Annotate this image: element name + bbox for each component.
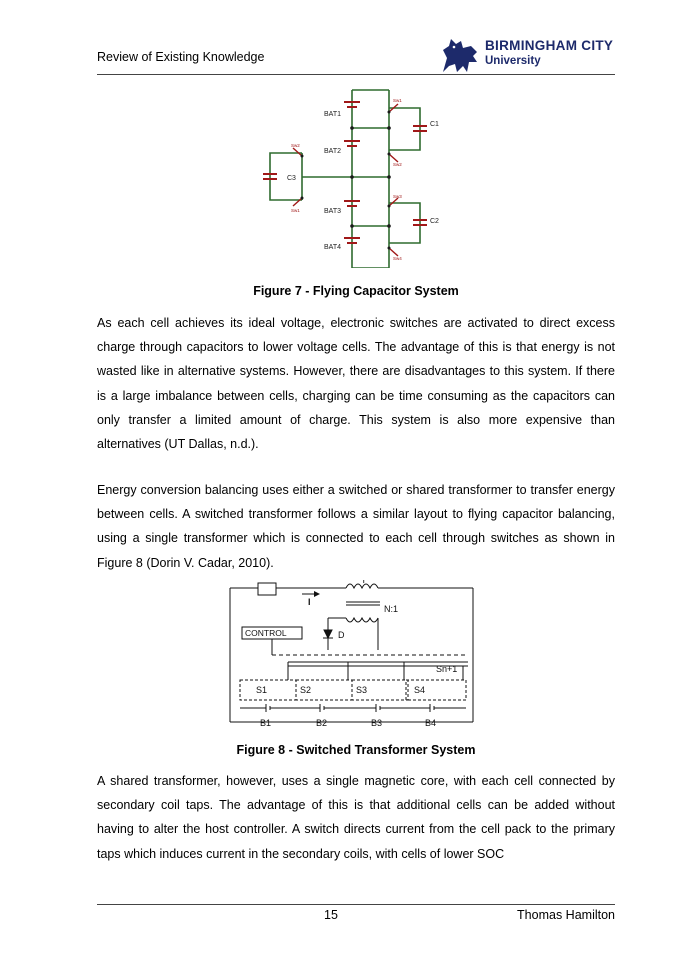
label-b1: B1 [260, 718, 271, 728]
label-left-sw2: Sw2 [291, 143, 300, 148]
switched-transformer-diagram: I T N:1 CONTROL D Sn+1 S1 S2 S3 S4 B1 B2… [229, 580, 474, 728]
university-logo: BIRMINGHAM CITY University [437, 36, 622, 76]
label-c2: C2 [430, 218, 439, 225]
label-diode: D [338, 630, 345, 640]
label-bat3: BAT3 [324, 208, 341, 215]
label-sw4: Sw4 [393, 256, 402, 261]
header-rule [97, 74, 615, 75]
footer-author: Thomas Hamilton [517, 908, 615, 922]
label-current: I [308, 597, 311, 607]
label-control: CONTROL [245, 628, 287, 638]
label-bat2: BAT2 [324, 148, 341, 155]
label-s1: S1 [256, 685, 267, 695]
label-sn-plus-1: Sn+1 [436, 664, 457, 674]
label-s2: S2 [300, 685, 311, 695]
paragraph-shared-transformer: A shared transformer, however, uses a si… [97, 774, 615, 861]
running-header: Review of Existing Knowledge [97, 50, 265, 64]
logo-name: BIRMINGHAM CITY [485, 38, 614, 53]
logo-subtitle: University [485, 55, 541, 67]
label-c3: C3 [287, 175, 296, 182]
griffin-logo-icon [443, 39, 477, 72]
paragraph-energy-conversion: Energy conversion balancing uses either … [97, 483, 615, 570]
page-number: 15 [324, 908, 338, 922]
label-sw1: Sw1 [393, 98, 402, 103]
label-sw2: Sw2 [393, 162, 402, 167]
flying-capacitor-diagram: BAT1 BAT2 BAT3 BAT4 C1 C2 C3 Sw1 Sw2 Sw3… [263, 89, 439, 268]
label-sw3: Sw3 [393, 194, 402, 199]
label-bat4: BAT4 [324, 244, 341, 251]
label-turns-ratio: N:1 [384, 604, 398, 614]
figure-8-caption: Figure 8 - Switched Transformer System [236, 743, 476, 757]
paragraph-flying-capacitor: As each cell achieves its ideal voltage,… [97, 316, 615, 452]
label-s4: S4 [414, 685, 425, 695]
label-c1: C1 [430, 121, 439, 128]
label-transformer: T [361, 580, 367, 585]
label-b2: B2 [316, 718, 327, 728]
footer-rule [97, 904, 615, 905]
label-bat1: BAT1 [324, 111, 341, 118]
figure-7-caption: Figure 7 - Flying Capacitor System [253, 284, 459, 298]
label-s3: S3 [356, 685, 367, 695]
label-b4: B4 [425, 718, 436, 728]
label-left-sw1: Sw1 [291, 208, 300, 213]
label-b3: B3 [371, 718, 382, 728]
